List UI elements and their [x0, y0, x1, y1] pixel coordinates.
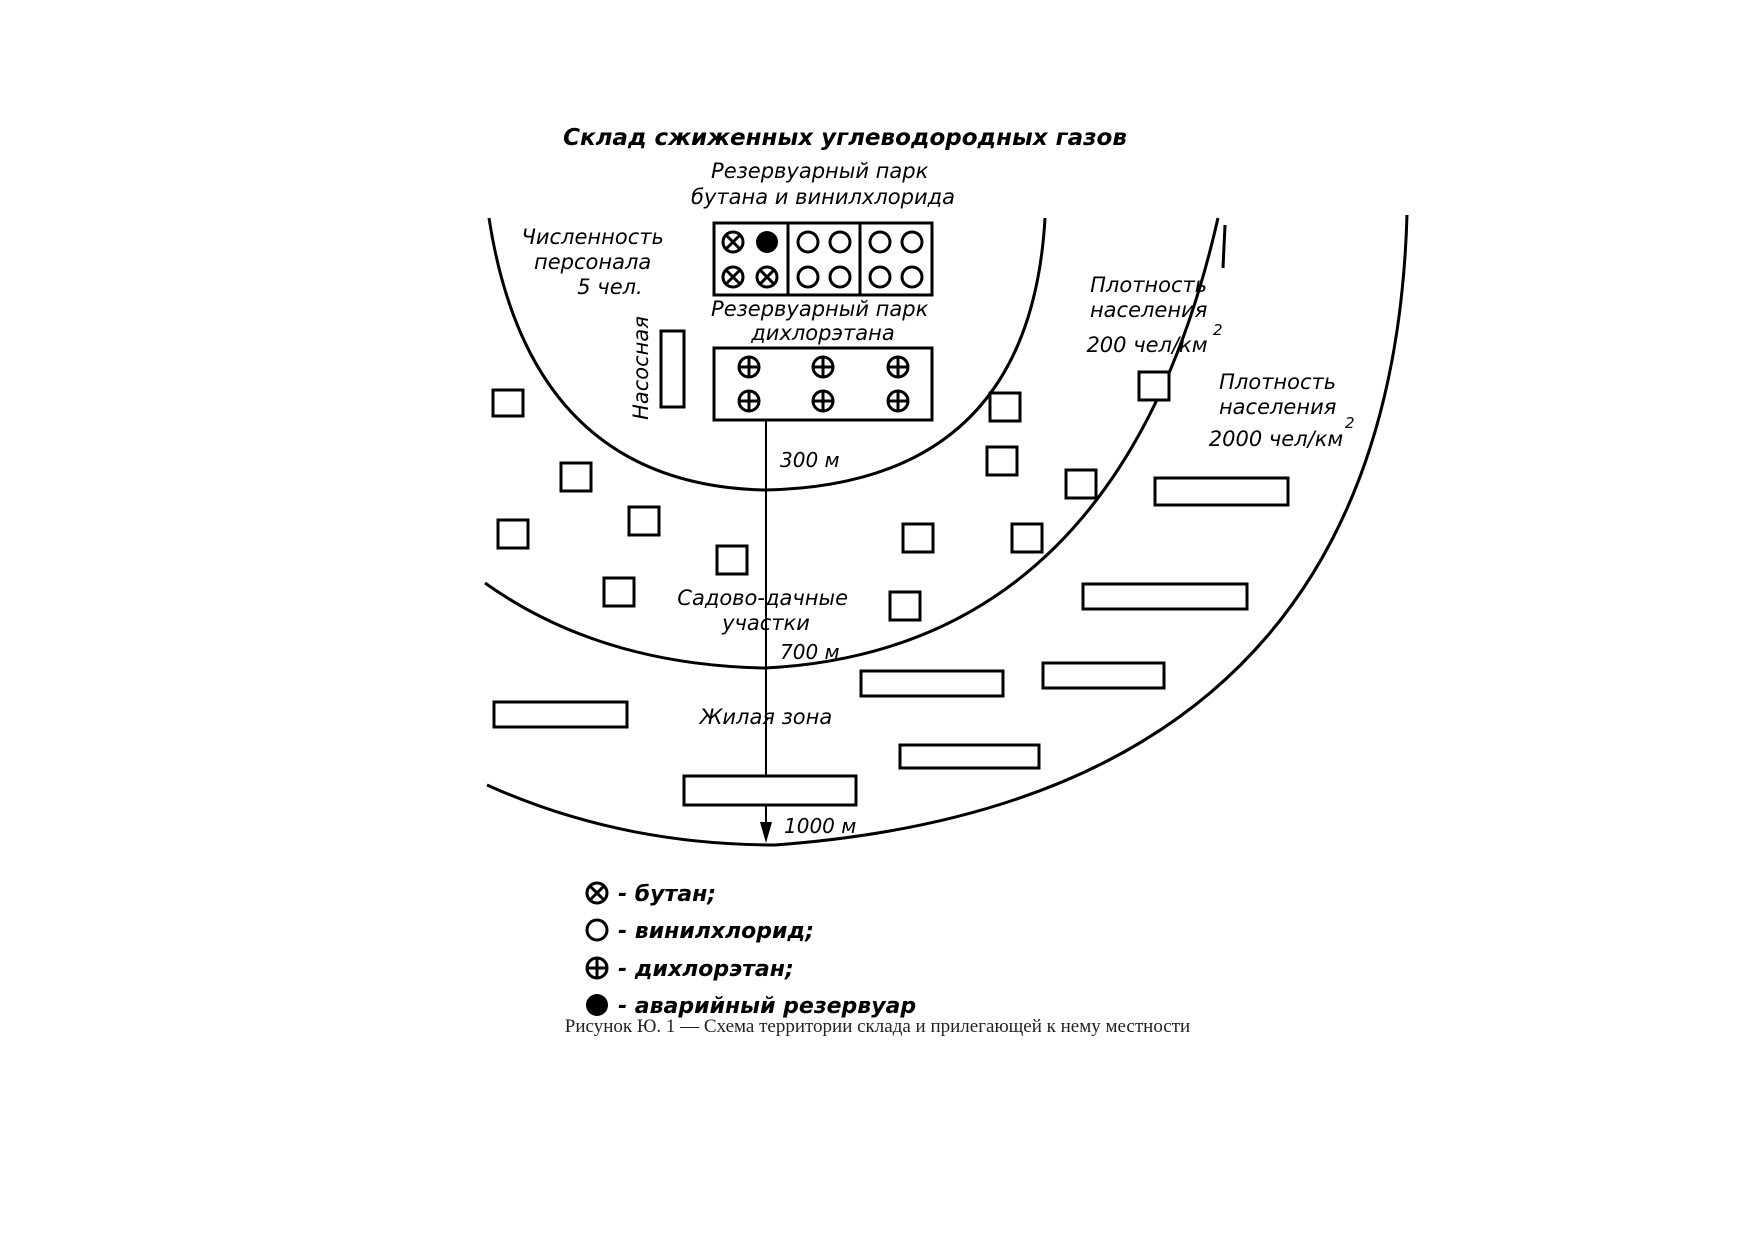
building-long [1153, 476, 1290, 507]
label-pump-station: Насосная [629, 316, 653, 420]
building-long [682, 774, 858, 807]
vinyl-chloride-tank-icon [900, 230, 924, 254]
building [602, 576, 636, 608]
vinyl-chloride-tank-icon [796, 265, 820, 289]
butane-tank-icon [721, 230, 745, 254]
dichloroethane-tank-icon [886, 389, 910, 413]
vinyl-chloride-tank-icon [868, 265, 892, 289]
dichloroethane-tank-icon [811, 389, 835, 413]
boundary-tick [1221, 224, 1227, 269]
figure-caption: Рисунок Ю. 1 — Схема территории склада и… [564, 1016, 1191, 1037]
building [627, 505, 661, 537]
label-garden-plots: Садово-дачные участки [677, 586, 854, 635]
building [888, 590, 922, 622]
building [988, 391, 1022, 423]
dichloroethane-tank-icon [737, 355, 761, 379]
legend-label-dichloroethane: - дихлорэтан; [618, 957, 794, 982]
label-residential-zone: Жилая зона [698, 705, 832, 729]
emergency-tank-icon [756, 231, 778, 253]
zone-700m-boundary [484, 217, 1220, 670]
building [496, 518, 530, 550]
dichloroethane-tank-icon [886, 355, 910, 379]
vinyl-chloride-tank-icon [900, 265, 924, 289]
building-long [492, 700, 629, 729]
scheme-title: Склад сжиженных углеводородных газов [563, 125, 1127, 151]
label-distance-700: 700 м [780, 640, 840, 664]
building [1010, 522, 1044, 554]
butane-tank-icon [755, 265, 779, 289]
dichloroethane-tank-icon [811, 355, 835, 379]
building-long [1041, 661, 1166, 690]
building [1064, 468, 1098, 500]
building [1137, 370, 1171, 402]
label-density-2000: Плотность населения 2000 чел/км [1209, 370, 1344, 451]
long-buildings [492, 476, 1290, 807]
density-2000-superscript: 2 [1345, 414, 1355, 432]
label-density-200: Плотность населения 200 чел/км [1086, 273, 1214, 357]
butane-icon [585, 881, 609, 905]
legend-label-vinyl-chloride: - винилхлорид; [618, 919, 814, 944]
building [559, 461, 593, 493]
label-park-dichloroethane: Резервуарный парк дихлорэтана [711, 297, 935, 345]
vinyl-chloride-tank-icon [796, 230, 820, 254]
vinyl-chloride-tank-icon [828, 230, 852, 254]
label-park-butane-vinyl: Резервуарный парк бутана и винилхлорида [691, 159, 955, 209]
dichloroethane-icon [585, 956, 609, 980]
vinyl-chloride-icon [585, 918, 609, 942]
building-long [1081, 582, 1249, 611]
legend: - бутан; - винилхлорид; - дихлорэтан; - … [585, 881, 916, 1019]
tank-park-dichloroethane [712, 346, 934, 422]
building-long [898, 743, 1041, 770]
zone-1000m-boundary [486, 214, 1409, 847]
legend-label-butane: - бутан; [618, 882, 716, 907]
label-personnel: Численность персонала 5 чел. [521, 225, 670, 299]
small-buildings [491, 370, 1171, 622]
building [985, 445, 1019, 477]
emergency-tank-icon [586, 994, 608, 1016]
label-distance-1000: 1000 м [784, 814, 856, 838]
building [491, 388, 525, 418]
density-200-superscript: 2 [1213, 321, 1223, 339]
dichloroethane-tank-icon [737, 389, 761, 413]
pump-station-building [659, 329, 686, 409]
label-distance-300: 300 м [780, 448, 840, 472]
vinyl-chloride-tank-icon [828, 265, 852, 289]
vinyl-chloride-tank-icon [868, 230, 892, 254]
building [715, 544, 749, 576]
building-long [859, 669, 1005, 698]
tank-park-butane-vinyl [712, 221, 934, 297]
legend-label-emergency-tank: - аварийный резервуар [618, 994, 916, 1019]
building [901, 522, 935, 554]
distance-arrow-icon [760, 822, 772, 843]
butane-tank-icon [721, 265, 745, 289]
